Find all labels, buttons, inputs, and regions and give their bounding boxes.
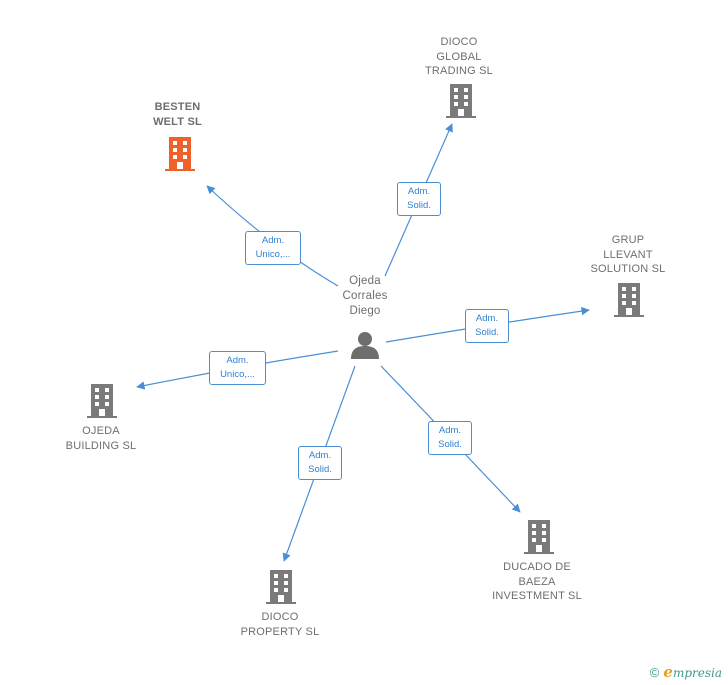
building-icon-ojeda-building[interactable] (86, 384, 118, 418)
person-icon[interactable] (350, 330, 380, 360)
edge-label-dioco-global[interactable]: Adm. Solid. (397, 182, 441, 216)
edge-label-ojeda-building[interactable]: Adm. Unico,... (209, 351, 266, 385)
person-name-line: Ojeda (349, 275, 381, 287)
edge-label-besten[interactable]: Adm. Unico,... (245, 231, 301, 265)
building-icon-ducado[interactable] (523, 520, 555, 554)
edge-label-grup-llevant[interactable]: Adm. Solid. (465, 309, 509, 343)
building-icon-dioco-global[interactable] (445, 84, 477, 118)
company-name-grup-llevant[interactable]: GRUP LLEVANT SOLUTION SL (590, 234, 666, 275)
person-name[interactable]: Ojeda Corrales Diego (325, 274, 405, 319)
building-icon-grup-llevant[interactable] (613, 283, 645, 317)
building-icon-besten[interactable] (164, 137, 196, 171)
building-icon-dioco-property[interactable] (265, 570, 297, 604)
person-name-line: Diego (349, 305, 381, 317)
edge-label-dioco-property[interactable]: Adm. Solid. (298, 446, 342, 480)
copyright-icon: © (649, 664, 660, 680)
edge-label-ducado[interactable]: Adm. Solid. (428, 421, 472, 455)
company-name-ducado[interactable]: DUCADO DE BAEZA INVESTMENT SL (492, 561, 582, 602)
footer-credit: © empresia (650, 663, 722, 681)
company-name-besten[interactable]: BESTEN WELT SL (153, 101, 202, 128)
company-name-ojeda-building[interactable]: OJEDA BUILDING SL (65, 425, 137, 452)
company-name-dioco-global[interactable]: DIOCO GLOBAL TRADING SL (424, 36, 493, 77)
company-name-dioco-property[interactable]: DIOCO PROPERTY SL (240, 611, 320, 638)
person-name-line: Corrales (342, 290, 388, 302)
brand-logo[interactable]: empresia (663, 663, 722, 681)
